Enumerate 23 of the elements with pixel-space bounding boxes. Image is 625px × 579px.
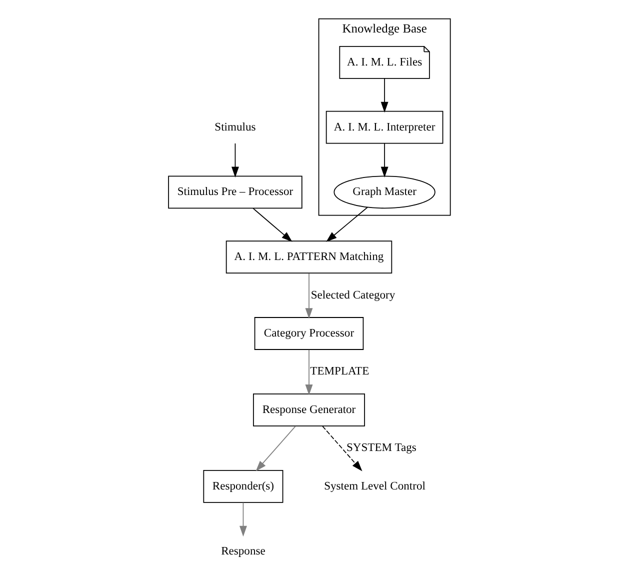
arrow	[380, 143, 388, 178]
arrow	[380, 78, 388, 113]
node-ellipse: Graph Master	[333, 176, 435, 209]
arrow	[255, 426, 296, 472]
edge-label: Selected Category	[310, 289, 395, 302]
node-box: Stimulus Pre – Processor	[168, 176, 302, 209]
node-text: Stimulus	[214, 121, 256, 134]
node-box: Category Processor	[254, 317, 364, 350]
arrow	[322, 426, 362, 472]
node-box: A. I. M. L. Interpreter	[325, 110, 443, 144]
node-text: Response	[220, 545, 265, 558]
arrow	[230, 143, 238, 178]
edge-label: SYSTEM Tags	[346, 442, 416, 454]
edge-label: TEMPLATE	[310, 366, 369, 378]
arrow	[252, 208, 292, 242]
arrow	[238, 502, 246, 537]
arrow	[326, 206, 368, 242]
node-box: Responder(s)	[202, 470, 283, 503]
node-box: Response Generator	[252, 394, 364, 426]
node-text: System Level Control	[324, 480, 425, 492]
arrow	[304, 349, 312, 396]
node-box: A. I. M. L. PATTERN Matching	[225, 240, 392, 274]
arrow	[304, 272, 312, 319]
